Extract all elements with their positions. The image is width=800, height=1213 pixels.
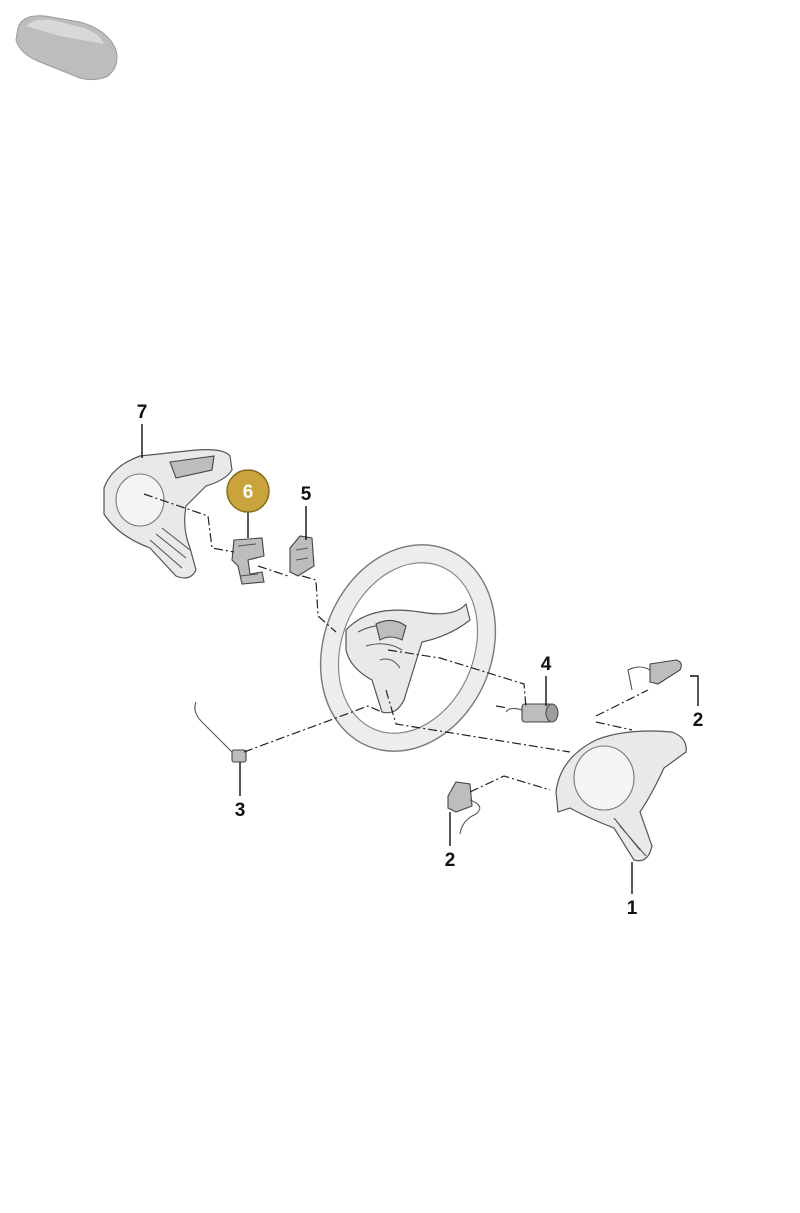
leader-lines [141, 424, 699, 894]
callout-4[interactable]: 4 [541, 654, 552, 675]
callout-label: 3 [235, 800, 246, 821]
steering-wheel[interactable] [290, 518, 525, 777]
highlight-circle [226, 469, 270, 513]
callout-label: 6 [243, 482, 254, 503]
steering-trim-part-7[interactable] [103, 449, 233, 579]
callout-6-highlighted[interactable]: 6 [226, 469, 270, 513]
wiring-bracket-part-6[interactable] [231, 537, 265, 585]
assembly-lines [143, 493, 649, 793]
steering-trim-part-1[interactable] [555, 730, 687, 862]
paddle-switch-part-2-right[interactable] [627, 659, 682, 691]
callout-label: 4 [541, 654, 552, 675]
callout-label: 2 [445, 850, 456, 871]
callout-1[interactable]: 1 [627, 898, 638, 919]
callout-label: 2 [693, 710, 704, 731]
callout-5[interactable]: 5 [301, 484, 312, 505]
car-thumbnail-icon[interactable] [15, 15, 118, 81]
actuator-part-4[interactable] [505, 703, 559, 723]
callout-label: 1 [627, 898, 638, 919]
switch-part-2-bottom[interactable] [447, 781, 481, 835]
switch-module-part-5[interactable] [289, 535, 315, 577]
callout-2-right[interactable]: 2 [693, 710, 704, 731]
callout-7[interactable]: 7 [137, 402, 148, 423]
callout-label: 7 [137, 402, 148, 423]
callout-label: 5 [301, 484, 312, 505]
callout-2-bottom[interactable]: 2 [445, 850, 456, 871]
cable-sensor-part-3[interactable] [194, 701, 247, 763]
callout-3[interactable]: 3 [235, 800, 246, 821]
